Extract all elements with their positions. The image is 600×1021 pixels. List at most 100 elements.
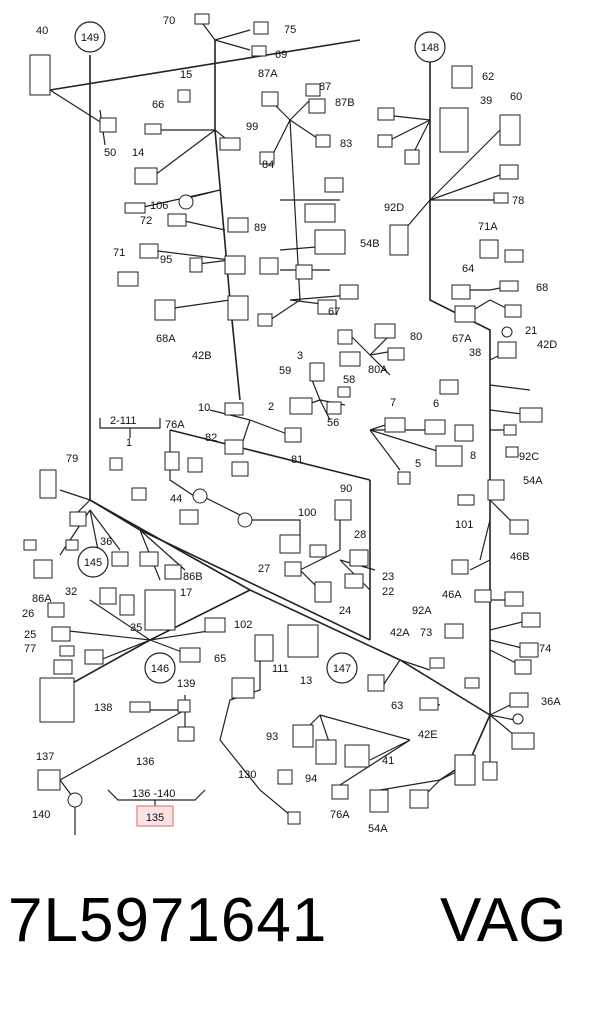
part-label: 54A	[368, 823, 388, 835]
connector	[503, 424, 517, 436]
part-label: 100	[298, 507, 316, 519]
connector	[374, 323, 396, 339]
connector	[224, 439, 244, 455]
connector	[331, 784, 349, 800]
part-label: 87	[319, 81, 331, 93]
part-label: 92A	[412, 605, 432, 617]
connector	[514, 659, 532, 675]
part-label: 82	[205, 432, 217, 444]
connector	[424, 419, 446, 435]
part-label: 6	[433, 398, 439, 410]
connector	[397, 471, 411, 485]
connector	[277, 769, 293, 785]
connector	[344, 744, 370, 768]
connector	[439, 107, 469, 153]
part-label: 42B	[192, 350, 212, 362]
part-label: 106	[150, 200, 168, 212]
harness-branches	[34, 19, 531, 835]
part-label: 139	[177, 678, 195, 690]
connector	[308, 98, 326, 114]
part-label: 63	[391, 700, 403, 712]
part-label: 92D	[384, 202, 404, 214]
connector	[499, 114, 521, 146]
connector	[292, 724, 314, 748]
connector	[178, 194, 194, 210]
part-label: 66	[152, 99, 164, 111]
callout-146	[144, 652, 176, 684]
connector	[337, 329, 353, 345]
part-label: 25	[24, 629, 36, 641]
connector	[493, 192, 509, 204]
group-bracket-bottom: 136 -140 135	[107, 788, 206, 827]
connector	[451, 559, 469, 575]
connector	[387, 347, 405, 361]
connector	[305, 83, 321, 97]
connector	[189, 257, 203, 273]
part-label: 46B	[510, 551, 530, 563]
connector	[254, 634, 274, 662]
part-label: 71	[113, 247, 125, 259]
connector	[33, 559, 53, 579]
connector	[177, 89, 191, 103]
connector	[504, 304, 522, 318]
callout-145	[77, 546, 109, 578]
connector	[444, 623, 464, 639]
part-number: 7L5971641	[8, 886, 328, 955]
connector	[279, 534, 301, 554]
connector	[454, 754, 476, 786]
part-label: 13	[300, 675, 312, 687]
part-label: 78	[512, 195, 524, 207]
connector	[324, 177, 344, 193]
part-label: 136	[136, 756, 154, 768]
connector	[389, 224, 409, 256]
connector	[139, 551, 159, 567]
part-label: 8	[470, 450, 476, 462]
part-label: 36	[100, 536, 112, 548]
connector	[499, 280, 519, 292]
highlight-label: 135	[146, 812, 164, 824]
connector	[501, 326, 513, 338]
part-label: 50	[104, 147, 116, 159]
part-label: 137	[36, 751, 54, 763]
part-label: 130	[238, 769, 256, 781]
connector	[487, 479, 505, 501]
connector	[257, 313, 273, 327]
connector	[29, 54, 51, 96]
connector	[504, 591, 524, 607]
part-label: 65	[214, 653, 226, 665]
part-label: 72	[140, 215, 152, 227]
connector	[23, 539, 37, 551]
connector	[99, 117, 117, 133]
connector	[59, 645, 75, 657]
callout-148-label: 148	[421, 42, 439, 54]
connector	[314, 229, 346, 255]
part-label: 41	[382, 755, 394, 767]
connector	[287, 811, 301, 825]
connector	[224, 255, 246, 275]
connector	[315, 134, 331, 148]
connector	[315, 739, 337, 765]
connector	[435, 445, 463, 467]
connector	[47, 602, 65, 618]
part-label: 17	[180, 587, 192, 599]
connector	[349, 549, 369, 567]
connector	[464, 677, 480, 689]
connector	[409, 789, 429, 809]
part-label: 56	[327, 417, 339, 429]
connector	[512, 713, 524, 725]
part-label: 26	[22, 608, 34, 620]
connector	[334, 499, 352, 521]
part-label: 7	[390, 397, 396, 409]
connector	[344, 573, 364, 589]
part-label: 75	[284, 24, 296, 36]
connector	[479, 239, 499, 259]
part-label: 84	[262, 159, 274, 171]
part-label: 86A	[32, 593, 52, 605]
part-label: 89	[254, 222, 266, 234]
connector	[219, 137, 241, 151]
connector	[251, 45, 267, 57]
connector	[131, 487, 147, 501]
connector	[454, 424, 474, 442]
part-label: 14	[132, 147, 144, 159]
part-label: 23	[382, 571, 394, 583]
